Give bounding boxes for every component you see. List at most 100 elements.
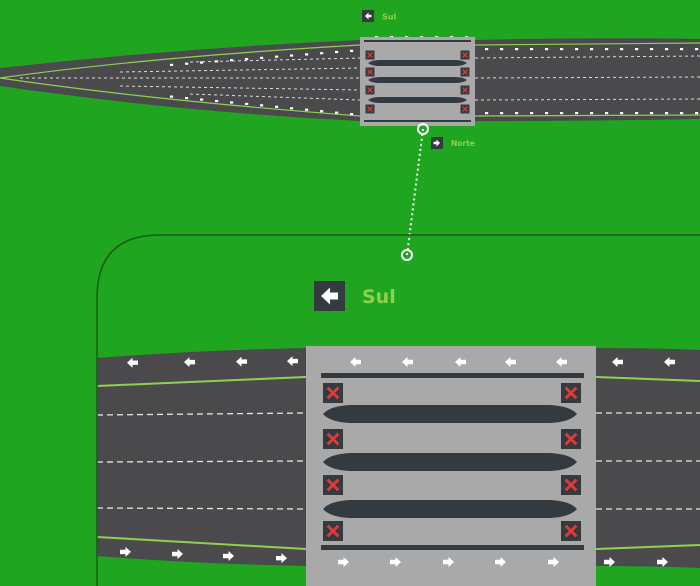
arrow-right-glyph xyxy=(433,139,440,147)
road-edge-marker xyxy=(665,112,669,115)
road-edge-marker xyxy=(305,108,309,111)
lane-closed-x-icon xyxy=(365,104,375,114)
arrow-left-icon xyxy=(287,356,298,367)
road-edge-marker xyxy=(590,48,594,51)
overview-guide-line xyxy=(474,42,700,46)
detail-map: Sul xyxy=(96,234,700,586)
detail-guide-line xyxy=(97,536,307,550)
lane-closed-x-icon xyxy=(460,50,470,60)
lane-closed-x-icon xyxy=(323,429,343,449)
road-edge-marker xyxy=(260,104,264,107)
road-edge-marker xyxy=(680,112,684,115)
lane-closed-x-icon xyxy=(323,383,343,403)
arrow-left-icon xyxy=(184,357,195,368)
arrow-right-icon xyxy=(657,557,668,567)
road-edge-marker xyxy=(635,112,639,115)
detail-lane-lines xyxy=(97,412,700,510)
arrow-right-icon xyxy=(172,549,183,559)
road-edge-marker xyxy=(275,55,279,58)
arrow-right-icon xyxy=(223,551,234,562)
lane-closed-x-icon xyxy=(561,475,581,495)
road-edge-marker xyxy=(260,56,264,59)
road-edge-marker xyxy=(560,112,564,115)
road-edge-marker xyxy=(590,112,594,115)
arrow-left-icon xyxy=(402,357,413,367)
detail-lane-status xyxy=(323,383,581,541)
arrow-right-icon xyxy=(390,557,401,567)
arrow-left-glyph xyxy=(365,12,372,20)
road-edge-marker xyxy=(290,107,294,110)
road-edge-marker xyxy=(575,48,579,51)
road-edge-marker xyxy=(635,48,639,51)
lane-closed-x-icon xyxy=(323,475,343,495)
road-edge-marker xyxy=(575,112,579,115)
detail-guide-line xyxy=(97,376,307,387)
zoom-connector xyxy=(401,123,429,261)
lane-closed-x-icon xyxy=(460,67,470,77)
road-edge-marker xyxy=(230,101,234,104)
lane-closed-x-icon xyxy=(323,521,343,541)
overview-guide-line xyxy=(0,44,361,79)
detail-booths xyxy=(321,373,584,550)
overview-south-label: Sul xyxy=(362,10,396,22)
road-edge-marker xyxy=(215,60,219,63)
lane-closed-x-icon xyxy=(365,50,375,60)
arrow-right-icon xyxy=(443,557,454,567)
road-edge-marker xyxy=(545,48,549,51)
road-edge-marker xyxy=(350,49,354,52)
road-edge-marker xyxy=(680,48,684,51)
road-edge-marker xyxy=(215,99,219,103)
arrow-right-icon xyxy=(338,557,349,567)
arrow-left-icon xyxy=(350,357,361,367)
road-edge-marker xyxy=(500,112,504,115)
arrow-left-icon xyxy=(455,357,466,367)
road-edge-marker xyxy=(620,48,624,51)
road-edge-marker xyxy=(320,110,324,113)
road-edge-marker xyxy=(560,48,564,51)
detail-label-sul: Sul xyxy=(362,286,396,308)
lane-closed-x-icon xyxy=(561,521,581,541)
detail-panel-border xyxy=(96,234,700,586)
road-edge-marker xyxy=(320,52,324,55)
overview-booths xyxy=(364,40,471,122)
road-edge-marker xyxy=(485,112,489,115)
road-edge-marker xyxy=(530,48,534,51)
overview-map: Sul Norte xyxy=(0,10,700,149)
road-edge-marker xyxy=(500,48,504,51)
road-edge-marker xyxy=(530,112,534,115)
arrow-right-icon xyxy=(120,546,131,557)
road-edge-marker xyxy=(290,54,294,57)
overview-guide-line xyxy=(0,77,361,117)
road-edge-marker xyxy=(695,112,699,115)
zoom-connector-line xyxy=(406,128,424,256)
zoom-anchor-point[interactable] xyxy=(417,123,429,135)
detail-guide-line xyxy=(595,376,700,382)
arrow-left-icon xyxy=(127,357,138,368)
detail-traffic-arrows xyxy=(120,356,675,567)
arrow-right-icon xyxy=(548,557,559,567)
road-edge-marker xyxy=(665,48,669,51)
road-edge-marker xyxy=(335,111,339,114)
road-edge-marker xyxy=(305,53,309,56)
overview-edge-markers xyxy=(170,36,699,126)
road-edge-marker xyxy=(200,61,204,64)
road-edge-marker xyxy=(515,48,519,51)
road-edge-marker xyxy=(185,96,189,100)
overview-lane-lines xyxy=(20,55,700,101)
arrow-left-icon xyxy=(612,357,623,367)
road-edge-marker xyxy=(170,63,174,66)
road-edge-marker xyxy=(515,112,519,115)
arrow-left-icon xyxy=(505,357,516,367)
lane-closed-x-icon xyxy=(561,429,581,449)
arrow-right-icon xyxy=(276,553,287,564)
overview-guide-line xyxy=(474,114,700,117)
zoom-target-point[interactable] xyxy=(401,249,413,261)
road-edge-marker xyxy=(335,50,339,54)
road-edge-marker xyxy=(275,105,279,108)
road-edge-marker xyxy=(605,48,609,51)
road-edge-marker xyxy=(485,48,489,51)
road-edge-marker xyxy=(350,113,354,116)
detail-guide-line xyxy=(595,544,700,550)
